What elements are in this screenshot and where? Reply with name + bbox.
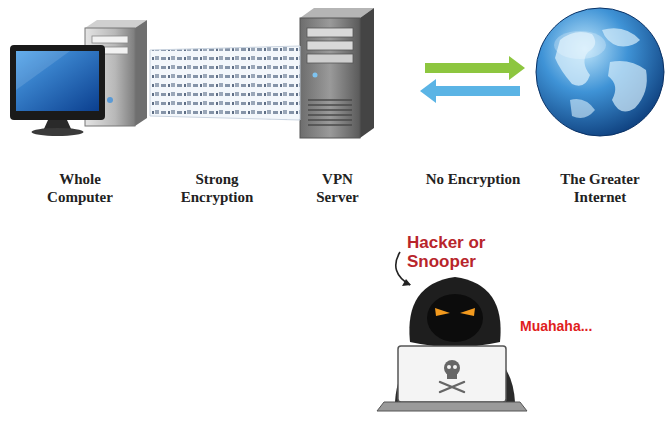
server-icon [300,8,374,138]
computer-node: Whole Computer [10,10,150,205]
text-slot: Muahaha... [520,317,650,335]
server-node: VPN Server [295,10,380,205]
connector [420,56,525,103]
edge-label: No Encryption [426,170,521,188]
connector [150,46,300,120]
hacker-node: Hacker or SnooperMuahaha... [385,225,665,420]
arrow-left [420,79,520,103]
node-label: The Greater Internet [545,170,655,206]
text-slot: The Greater Internet [530,170,670,206]
node-label: Whole Computer [34,170,126,206]
computer-icon [10,20,147,136]
arrow-right [425,56,525,80]
text-slot: Strong Encryption [147,170,287,206]
globe-icon [536,8,664,136]
text-slot: No Encryption [403,170,543,188]
text-slot: Whole Computer [10,170,150,206]
edge-label: Strong Encryption [167,170,267,206]
hacker-figure [377,252,527,411]
encrypted-stream [150,46,300,120]
text-slot: Hacker or Snooper [407,233,517,271]
node-label: Muahaha... [520,318,592,335]
internet-node: The Greater Internet [530,0,670,205]
node-label: VPN Server [303,170,373,206]
node-label: Hacker or Snooper [407,233,502,271]
text-slot: VPN Server [295,170,380,206]
